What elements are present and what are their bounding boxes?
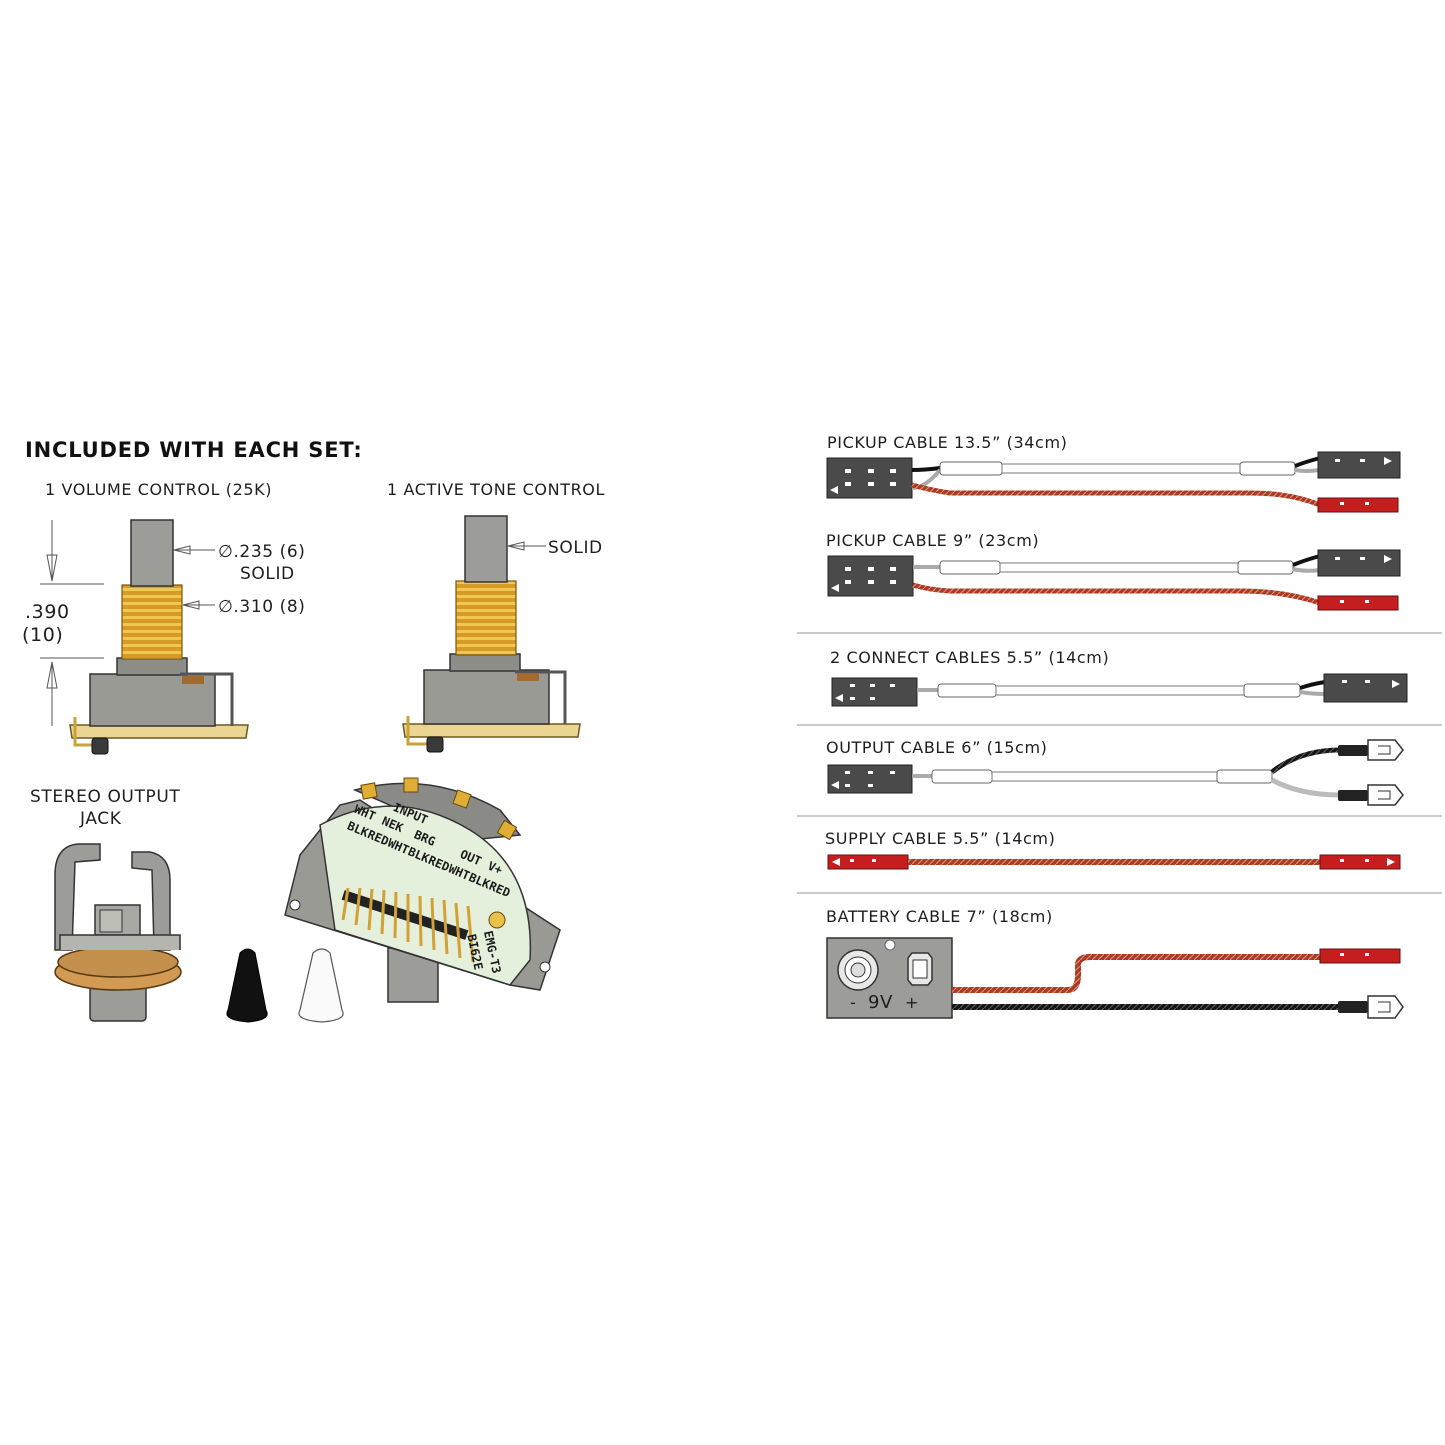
section-heading: INCLUDED WITH EACH SET:: [25, 438, 363, 462]
jack-label-line1: STEREO OUTPUT: [30, 787, 180, 807]
tone-pot: 1 ACTIVE TONE CONTROL SOLID: [387, 480, 605, 753]
white-switch-tip: [298, 948, 344, 1023]
board-col-vplus: V+: [486, 859, 505, 878]
cable-label-pickup-9: PICKUP CABLE 9” (23cm): [826, 531, 1039, 550]
cable-label-output: OUTPUT CABLE 6” (15cm): [826, 738, 1047, 757]
thread-diameter: ∅.310 (8): [218, 597, 306, 617]
pickup-cable-13-5: [826, 451, 1401, 513]
volume-pot: 1 VOLUME CONTROL (25K) .390 (10) ∅.235 (…: [22, 480, 306, 755]
black-switch-tip: [226, 948, 268, 1023]
connect-cable: [831, 673, 1408, 707]
battery-voltage: 9V: [868, 992, 893, 1013]
output-cable: [827, 739, 1404, 806]
battery-minus: -: [850, 993, 856, 1012]
volume-control-label: 1 VOLUME CONTROL (25K): [45, 480, 272, 499]
cable-label-supply: SUPPLY CABLE 5.5” (14cm): [825, 829, 1055, 848]
three-way-switch: INPUT WHT NEK BRG OUT V+ BLK RED WHT BLK…: [284, 777, 561, 1003]
supply-cable: [827, 854, 1401, 870]
height-mm: (10): [22, 624, 63, 646]
tone-control-label: 1 ACTIVE TONE CONTROL: [387, 480, 605, 499]
cable-label-connect: 2 CONNECT CABLES 5.5” (14cm): [830, 648, 1109, 667]
jack-label-line2: JACK: [79, 809, 122, 829]
battery-cable: - 9V +: [826, 937, 1404, 1019]
cable-label-pickup-13: PICKUP CABLE 13.5” (34cm): [827, 433, 1067, 452]
stereo-output-jack: STEREO OUTPUT JACK: [30, 787, 182, 1022]
pickup-cable-9: [827, 549, 1401, 611]
cable-label-battery: BATTERY CABLE 7” (18cm): [826, 907, 1053, 926]
shaft-diameter: ∅.235 (6): [218, 542, 306, 562]
battery-plus: +: [905, 993, 919, 1012]
height-inches: .390: [25, 601, 70, 623]
volume-shaft-type: SOLID: [240, 564, 295, 584]
tone-shaft-type: SOLID: [548, 538, 603, 558]
